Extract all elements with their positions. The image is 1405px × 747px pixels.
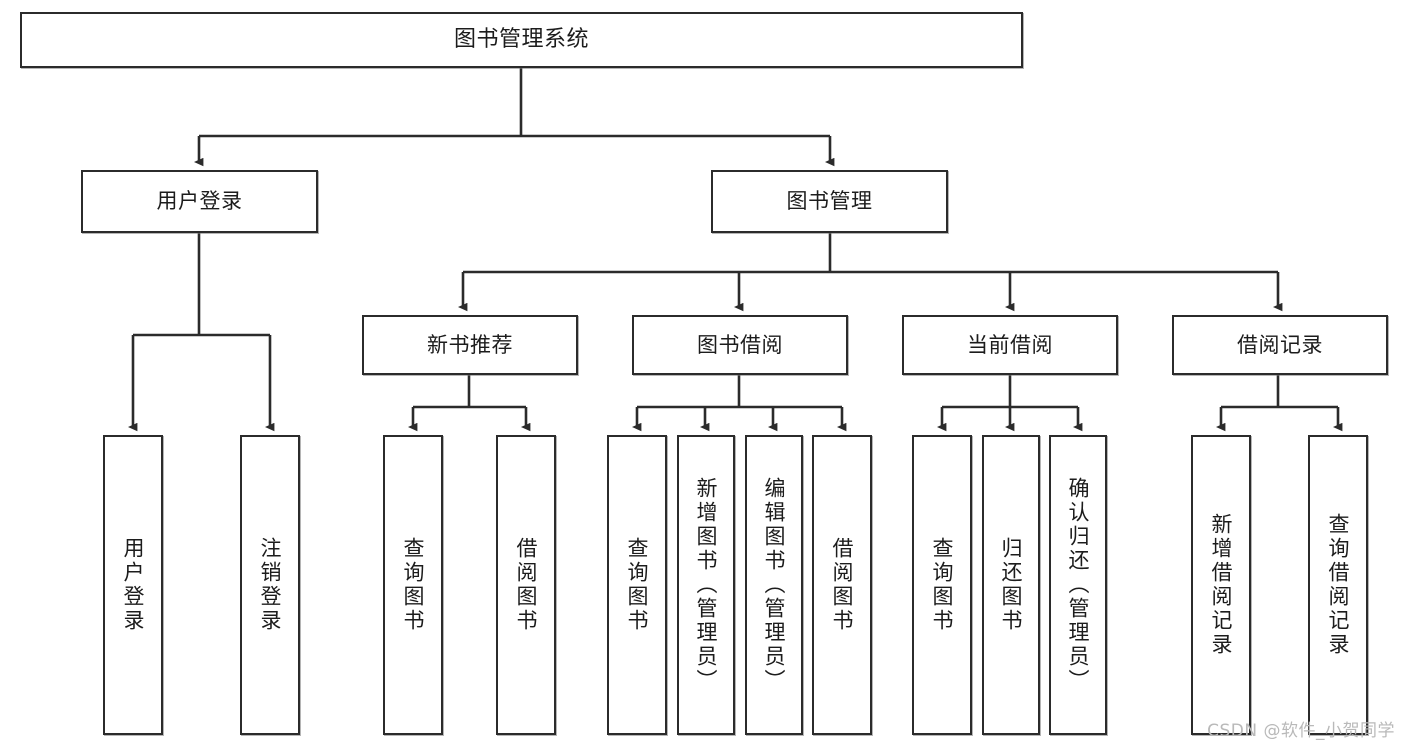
node-borrow-record[interactable]: 借阅记录 xyxy=(1172,315,1388,375)
csdn-watermark: CSDN @软件_小贺同学 xyxy=(1207,721,1395,741)
node-user-login-label: 用户登录 xyxy=(156,189,243,214)
node-current-borrow[interactable]: 当前借阅 xyxy=(902,315,1118,375)
node-book-borrow[interactable]: 图书借阅 xyxy=(632,315,848,375)
node-root-system[interactable]: 图书管理系统 xyxy=(20,12,1023,68)
leaf-current-borrow-query-label: 查询图书 xyxy=(930,537,955,633)
leaf-user-login-signout[interactable]: 注销登录 xyxy=(240,435,300,735)
node-book-borrow-label: 图书借阅 xyxy=(697,332,783,357)
leaf-user-login-signin[interactable]: 用户登录 xyxy=(103,435,163,735)
leaf-book-borrow-borrow-label: 借阅图书 xyxy=(830,537,855,633)
node-book-management[interactable]: 图书管理 xyxy=(711,170,948,233)
node-new-book-recommend-label: 新书推荐 xyxy=(427,332,513,357)
leaf-new-book-borrow-label: 借阅图书 xyxy=(514,537,539,633)
node-root-system-label: 图书管理系统 xyxy=(453,27,589,53)
node-book-management-label: 图书管理 xyxy=(786,189,873,214)
leaf-new-book-query-label: 查询图书 xyxy=(401,537,426,633)
leaf-book-borrow-add[interactable]: 新增图书（管理员） xyxy=(677,435,735,735)
node-user-login[interactable]: 用户登录 xyxy=(81,170,318,233)
leaf-new-book-borrow[interactable]: 借阅图书 xyxy=(496,435,556,735)
leaf-book-borrow-query-label: 查询图书 xyxy=(625,537,650,633)
leaf-borrow-record-add-label: 新增借阅记录 xyxy=(1209,513,1234,657)
leaf-user-login-signout-label: 注销登录 xyxy=(258,537,283,633)
leaf-new-book-query[interactable]: 查询图书 xyxy=(383,435,443,735)
leaf-book-borrow-query[interactable]: 查询图书 xyxy=(607,435,667,735)
leaf-current-borrow-return[interactable]: 归还图书 xyxy=(982,435,1040,735)
leaf-current-borrow-return-label: 归还图书 xyxy=(999,537,1024,633)
leaf-current-borrow-confirm[interactable]: 确认归还（管理员） xyxy=(1049,435,1107,735)
leaf-book-borrow-add-label: 新增图书（管理员） xyxy=(694,477,719,693)
leaf-book-borrow-borrow[interactable]: 借阅图书 xyxy=(812,435,872,735)
leaf-book-borrow-edit[interactable]: 编辑图书（管理员） xyxy=(745,435,803,735)
leaf-current-borrow-query[interactable]: 查询图书 xyxy=(912,435,972,735)
node-new-book-recommend[interactable]: 新书推荐 xyxy=(362,315,578,375)
leaf-current-borrow-confirm-label: 确认归还（管理员） xyxy=(1066,477,1091,693)
leaf-borrow-record-query[interactable]: 查询借阅记录 xyxy=(1308,435,1368,735)
leaf-book-borrow-edit-label: 编辑图书（管理员） xyxy=(762,477,787,693)
leaf-borrow-record-add[interactable]: 新增借阅记录 xyxy=(1191,435,1251,735)
leaf-user-login-signin-label: 用户登录 xyxy=(121,537,146,633)
node-current-borrow-label: 当前借阅 xyxy=(967,332,1053,357)
node-borrow-record-label: 借阅记录 xyxy=(1237,332,1323,357)
leaf-borrow-record-query-label: 查询借阅记录 xyxy=(1326,513,1351,657)
